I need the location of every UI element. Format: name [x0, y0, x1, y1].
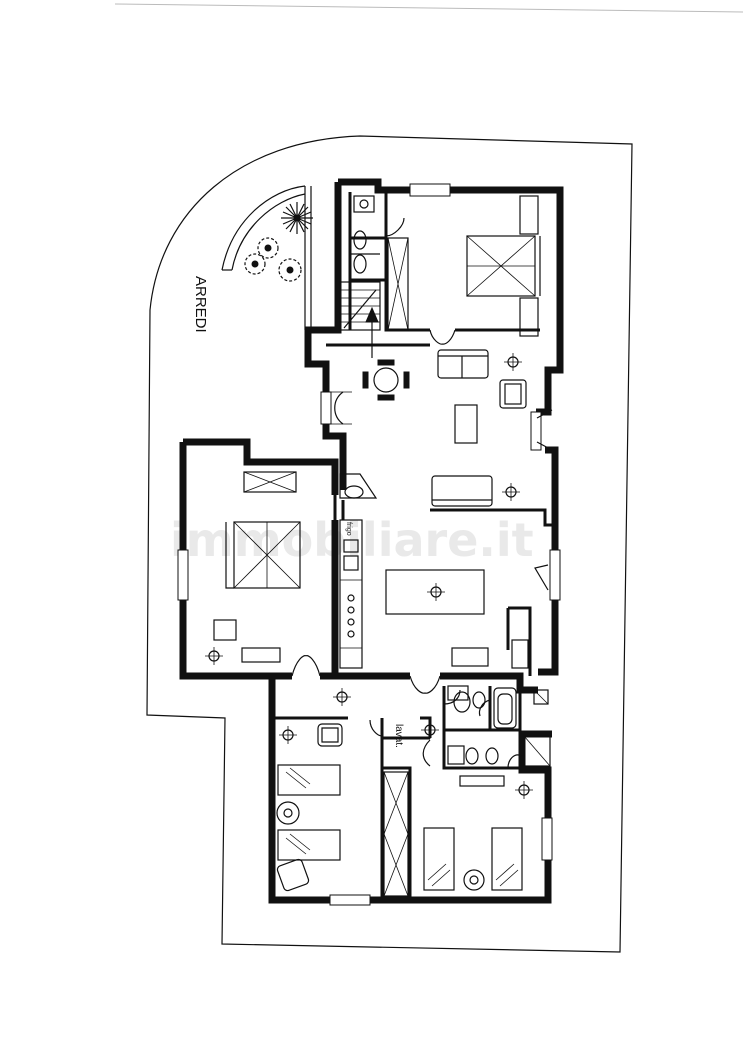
coffee-table [454, 404, 478, 444]
staircase [339, 281, 381, 358]
utility-closet [511, 639, 529, 669]
kitchen-island [385, 569, 485, 615]
frigo-label: frigo [345, 522, 352, 536]
plant-icon [281, 202, 313, 234]
bathroom-fixtures-top [350, 195, 380, 274]
light-fixture-cross [279, 726, 297, 744]
page-top-edge [114, 3, 743, 13]
doors [291, 217, 553, 769]
arredi-label: ARREDI [192, 276, 209, 333]
wardrobe-master [387, 237, 409, 331]
lavat-label: lavat. [393, 724, 404, 748]
single-beds-left [277, 764, 341, 861]
armchair-right [499, 379, 527, 409]
kitchen-counter [339, 519, 363, 669]
single-beds-right [423, 775, 523, 891]
wardrobe-lower [383, 771, 409, 897]
sofa-bottom [431, 475, 493, 507]
light-fixture-cross [515, 781, 533, 799]
double-bed-master [466, 195, 541, 337]
dining-table [362, 359, 410, 401]
sofa-top [437, 349, 489, 379]
light-fixture-cross [504, 353, 522, 371]
bathroom-fixtures-lower [447, 685, 551, 767]
double-bed-left [213, 471, 301, 663]
walls [179, 178, 564, 904]
light-fixture-cross [205, 647, 223, 665]
light-fixture-cross [502, 483, 520, 501]
property-boundary [146, 135, 633, 953]
windows [177, 183, 561, 906]
shrub-icon [244, 237, 302, 282]
kitchen-cabinet [451, 647, 489, 667]
armchair-bottom-left [276, 723, 343, 892]
light-fixture-cross [333, 688, 351, 706]
fireplace-icon [339, 473, 378, 499]
ceiling-lights [205, 353, 533, 799]
light-fixture-cross [427, 583, 445, 601]
light-fixture-cross [421, 721, 439, 739]
